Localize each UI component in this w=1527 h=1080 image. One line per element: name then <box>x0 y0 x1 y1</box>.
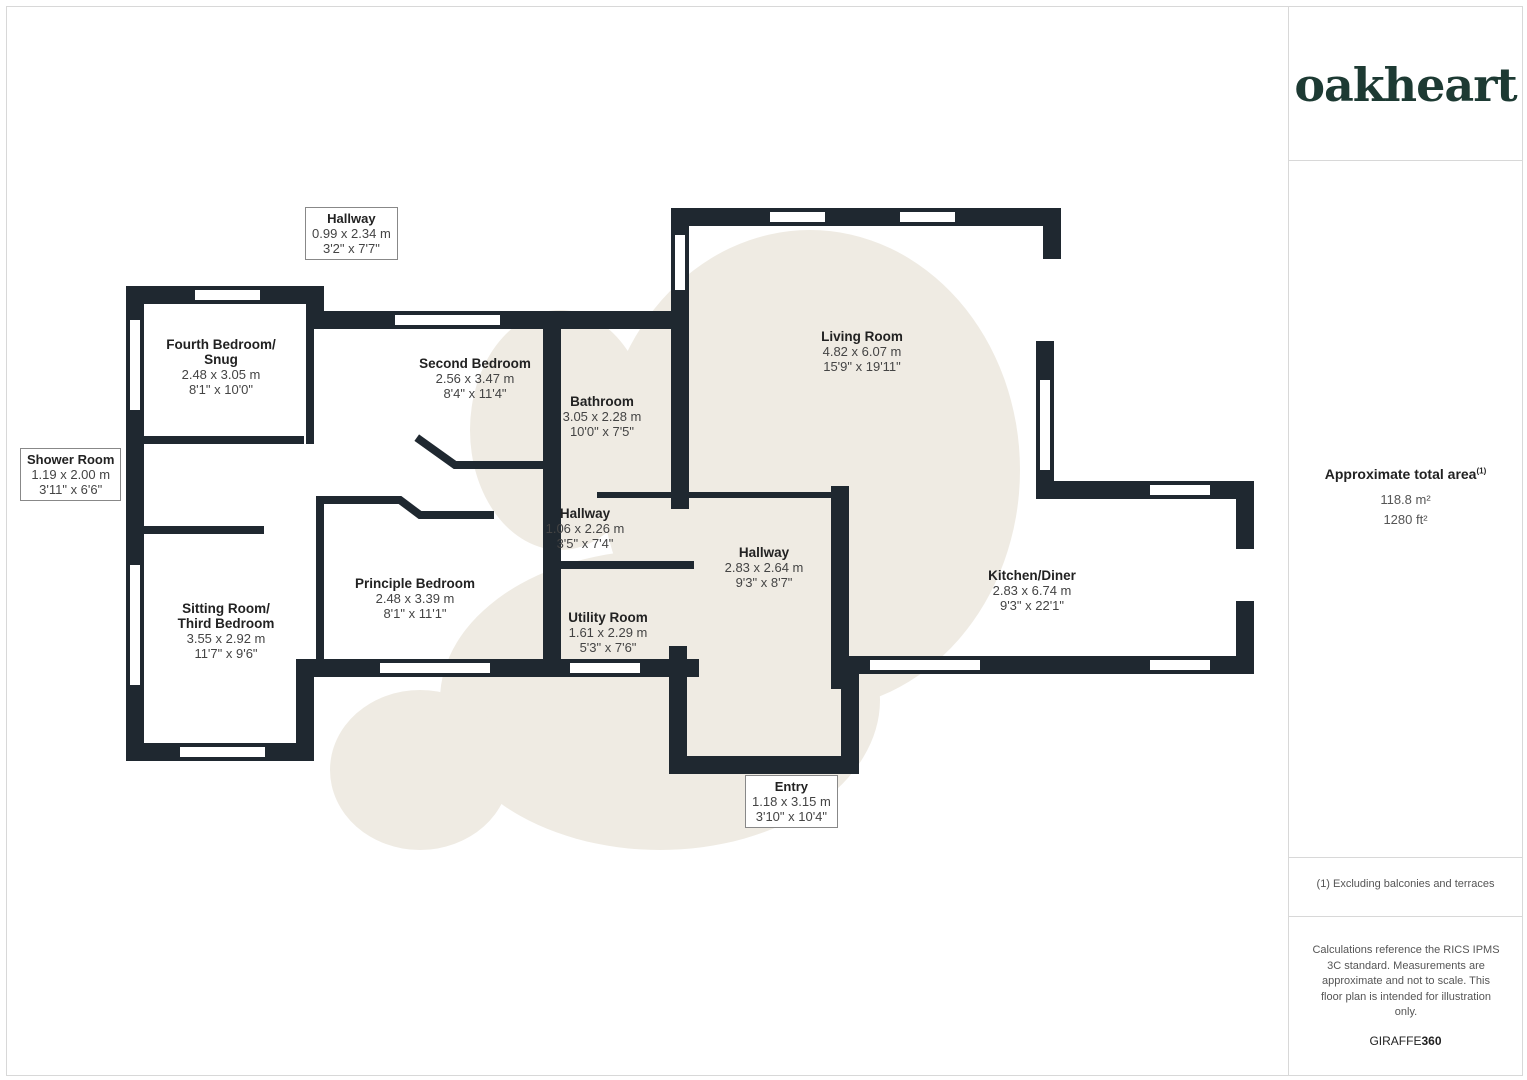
footnote: (1) Excluding balconies and terraces <box>1316 878 1495 890</box>
room-name: Fourth Bedroom/ Snug <box>166 337 276 367</box>
room-imperial: 10'0" x 7'5" <box>569 424 635 439</box>
page-frame <box>6 6 1523 1076</box>
room-second-bedroom: Second Bedroom 2.56 x 3.47 m 8'4" x 11'4… <box>419 356 531 401</box>
divider <box>1289 916 1522 917</box>
room-principle-bedroom: Principle Bedroom 2.48 x 3.39 m 8'1" x 1… <box>355 576 475 621</box>
divider <box>1289 857 1522 858</box>
area-title-text: Approximate total area <box>1324 466 1477 482</box>
room-name: Hallway <box>327 211 376 226</box>
area-title: Approximate total area(1) <box>1289 466 1522 482</box>
info-panel: oakheart Approximate total area(1) 118.8… <box>1288 6 1522 1075</box>
area-m2: 118.8 m² <box>1380 492 1431 507</box>
room-imperial: 11'7" x 9'6" <box>194 646 258 661</box>
windows <box>130 212 1210 757</box>
room-metric: 1.61 x 2.29 m <box>568 625 648 640</box>
room-name: Second Bedroom <box>419 356 531 371</box>
room-imperial: 8'4" x 11'4" <box>443 386 507 401</box>
brand-logo: oakheart <box>1294 58 1517 112</box>
floor-plan-drawing <box>126 208 1254 850</box>
room-imperial: 3'2" x 7'7" <box>322 241 380 256</box>
room-metric: 2.83 x 6.74 m <box>992 583 1072 598</box>
room-imperial: 8'1" x 10'0" <box>188 382 254 397</box>
room-metric: 0.99 x 2.34 m <box>312 226 391 241</box>
room-name: Utility Room <box>568 610 648 625</box>
callout-shower-room: Shower Room 1.19 x 2.00 m 3'11" x 6'6" <box>20 448 122 501</box>
room-metric: 2.48 x 3.05 m <box>181 367 261 382</box>
giraffe360-brand: GIRAFFE360 <box>1289 1034 1522 1048</box>
room-name: Principle Bedroom <box>354 576 476 591</box>
room-imperial: 8'1" x 11'1" <box>383 606 447 621</box>
room-name: Bathroom <box>570 394 634 409</box>
room-imperial: 3'11" x 6'6" <box>39 482 103 497</box>
room-imperial: 3'5" x 7'4" <box>556 536 614 551</box>
area-ft2: 1280 ft² <box>1383 512 1428 527</box>
room-metric: 2.56 x 3.47 m <box>435 371 515 386</box>
room-sitting-room: Sitting Room/ Third Bedroom 3.55 x 2.92 … <box>171 601 281 661</box>
room-hallway-inner: Hallway 1.06 x 2.26 m 3'5" x 7'4" <box>546 506 625 551</box>
brand-text: GIRAFFE <box>1369 1034 1422 1048</box>
room-name: Shower Room <box>27 452 115 467</box>
room-imperial: 15'9" x 19'11" <box>823 359 901 374</box>
room-metric: 3.55 x 2.92 m <box>186 631 266 646</box>
room-metric: 2.48 x 3.39 m <box>375 591 455 606</box>
room-name: Hallway <box>559 506 611 521</box>
room-kitchen-diner: Kitchen/Diner 2.83 x 6.74 m 9'3" x 22'1" <box>988 568 1076 613</box>
footnote-marker: (1) <box>1476 466 1487 476</box>
disclaimer: Calculations reference the RICS IPMS 3C … <box>1312 944 1500 1018</box>
brand-text-bold: 360 <box>1421 1034 1442 1048</box>
room-metric: 2.83 x 2.64 m <box>724 560 804 575</box>
room-metric: 1.18 x 3.15 m <box>752 794 831 809</box>
room-metric: 1.19 x 2.00 m <box>31 467 111 482</box>
room-imperial: 5'3" x 7'6" <box>579 640 637 655</box>
room-living-room: Living Room 4.82 x 6.07 m 15'9" x 19'11" <box>821 329 903 374</box>
room-name: Sitting Room/ Third Bedroom <box>177 601 275 631</box>
room-imperial: 9'3" x 22'1" <box>999 598 1065 613</box>
room-name: Living Room <box>821 329 903 344</box>
callout-hallway: Hallway 0.99 x 2.34 m 3'2" x 7'7" <box>305 207 398 260</box>
room-bathroom: Bathroom 3.05 x 2.28 m 10'0" x 7'5" <box>563 394 642 439</box>
room-fourth-bedroom: Fourth Bedroom/ Snug 2.48 x 3.05 m 8'1" … <box>161 337 281 397</box>
callout-entry: Entry 1.18 x 3.15 m 3'10" x 10'4" <box>745 775 838 828</box>
room-name: Kitchen/Diner <box>988 568 1076 583</box>
room-metric: 1.06 x 2.26 m <box>545 521 625 536</box>
room-hallway-main: Hallway 2.83 x 2.64 m 9'3" x 8'7" <box>725 545 804 590</box>
divider <box>1289 160 1522 161</box>
room-imperial: 9'3" x 8'7" <box>735 575 793 590</box>
room-metric: 4.82 x 6.07 m <box>822 344 902 359</box>
room-utility-room: Utility Room 1.61 x 2.29 m 5'3" x 7'6" <box>568 610 648 655</box>
room-name: Entry <box>774 779 808 794</box>
room-imperial: 3'10" x 10'4" <box>755 809 828 824</box>
room-metric: 3.05 x 2.28 m <box>562 409 642 424</box>
room-name: Hallway <box>738 545 790 560</box>
